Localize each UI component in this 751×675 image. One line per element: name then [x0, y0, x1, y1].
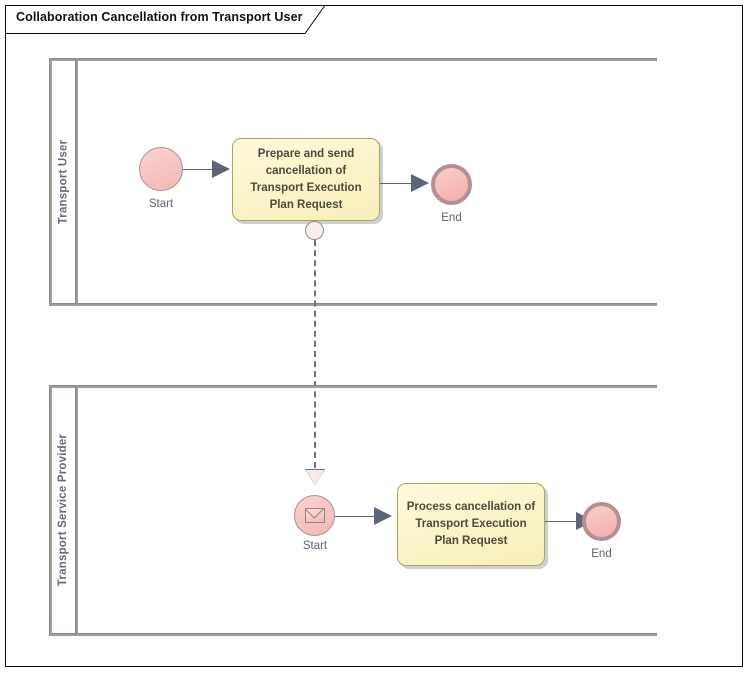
sequence-flow-2-arrowhead	[411, 174, 429, 192]
pool-bottom-border	[49, 633, 657, 636]
task-prepare-and-send-cancellation[interactable]: Prepare and send cancellation of Transpo…	[232, 138, 380, 221]
task-label: Process cancellation of Transport Execut…	[406, 501, 536, 547]
pool-transport-user: Transport User	[49, 58, 657, 306]
message-flow-line	[314, 240, 316, 468]
sequence-flow-4	[545, 521, 582, 522]
pool-lane-divider	[75, 385, 78, 635]
diagram-title-tab[interactable]: Collaboration Cancellation from Transpor…	[5, 5, 325, 34]
start-event-transport-user[interactable]	[139, 147, 183, 191]
message-start-event-provider[interactable]	[294, 495, 335, 536]
page-title: Collaboration Cancellation from Transpor…	[16, 10, 303, 24]
pool-label-transport-service-provider: Transport Service Provider	[49, 385, 77, 635]
end-event-label-transport-user: End	[441, 212, 462, 224]
end-event-label-provider: End	[591, 548, 612, 560]
pool-lane-divider	[75, 58, 78, 305]
pool-label-transport-user: Transport User	[49, 58, 77, 305]
start-event-label-provider: Start	[302, 540, 328, 552]
sequence-flow-3	[335, 516, 380, 517]
task-label: Prepare and send cancellation of Transpo…	[250, 147, 362, 211]
start-event-label-transport-user: Start	[148, 198, 174, 210]
message-flow-arrowhead	[306, 470, 324, 485]
message-throw-event-attached[interactable]	[305, 221, 324, 240]
title-tab-shape	[5, 5, 325, 34]
pool-transport-service-provider: Transport Service Provider	[49, 385, 657, 636]
end-event-provider[interactable]	[582, 502, 621, 541]
pool-top-border	[49, 385, 657, 388]
task-process-cancellation[interactable]: Process cancellation of Transport Execut…	[397, 483, 545, 566]
envelope-icon	[305, 508, 325, 523]
sequence-flow-2	[380, 183, 417, 184]
pool-top-border	[49, 58, 657, 61]
sequence-flow-1	[183, 169, 218, 170]
end-event-transport-user[interactable]	[431, 164, 472, 205]
diagram-frame	[5, 5, 743, 667]
pool-bottom-border	[49, 303, 657, 306]
sequence-flow-1-arrowhead	[212, 160, 230, 178]
sequence-flow-3-arrowhead	[374, 507, 392, 525]
pool-left-border	[49, 385, 52, 635]
pool-label-text: Transport User	[57, 139, 70, 224]
pool-label-text: Transport Service Provider	[57, 433, 69, 587]
pool-left-border	[49, 58, 52, 305]
